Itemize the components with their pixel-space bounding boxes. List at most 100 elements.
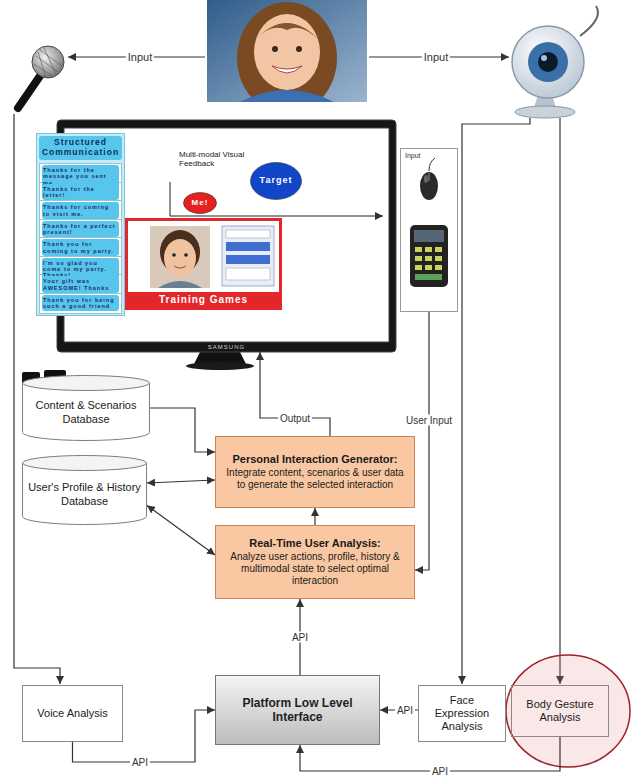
node-content: Thank you for being such a good friend (40, 294, 121, 312)
node-text: SAMSUNG (57, 344, 396, 351)
illustration-part (435, 256, 442, 261)
illustration-part (226, 268, 270, 280)
illustration-part (226, 242, 270, 251)
node-text: User's Profile & History Database (27, 481, 142, 507)
node-content: Input (401, 149, 457, 163)
analysis-box: Body Gesture Analysis (511, 685, 609, 737)
illustration-part (425, 256, 432, 261)
edge-label: Output (278, 413, 312, 424)
cylinder-body (23, 463, 147, 525)
node-content: Personal Interaction Generator:Integrate… (216, 449, 414, 494)
mouse-icon (420, 158, 438, 200)
input-device-box: Input (400, 148, 458, 312)
illustration-part (174, 266, 186, 268)
illustration-part (420, 172, 438, 200)
node-content: Structured Communication (37, 134, 124, 162)
node-text: Thanks for the letter! (42, 184, 119, 200)
node-content: Body Gesture Analysis (512, 695, 608, 727)
illustration-part (415, 247, 422, 252)
node-text: Your gift was AWESOME! Thanks (42, 276, 119, 292)
message-item: Your gift was AWESOME! Thanks (39, 274, 122, 295)
microphone-icon (18, 46, 64, 108)
video-wire (559, 118, 560, 684)
illustration-part (226, 255, 270, 264)
tv-stand (186, 352, 254, 370)
illustration-part (184, 253, 188, 257)
edge-label: API (290, 632, 310, 643)
node-text: Input (405, 152, 453, 160)
connector-arrow (415, 312, 429, 570)
cylinder-top (23, 376, 150, 391)
node-content: Your gift was AWESOME! Thanks (40, 275, 121, 293)
illustration-part (414, 230, 444, 242)
illustration-part (538, 52, 558, 72)
node-content: User's Profile & History Database (22, 469, 147, 510)
connector-arrow (147, 480, 215, 483)
node-text: Thanks for a perfect present! (42, 221, 119, 237)
video-wire (462, 118, 530, 684)
illustration-part (254, 14, 320, 90)
illustration-part (415, 274, 442, 280)
avatar-ellipse: Me! (183, 192, 217, 214)
node-text: Analyze user actions, profile, history &… (221, 551, 409, 587)
target-ellipse: Target (250, 162, 302, 200)
node-content: Me! (183, 198, 217, 209)
ellipse-shape (251, 163, 302, 200)
illustration-part (18, 76, 40, 108)
node-text: Structured Communication (39, 136, 122, 160)
node-content: Voice Analysis (23, 704, 122, 723)
illustration-part (172, 253, 176, 257)
node-content: Training Games (128, 292, 279, 307)
illustration-part (128, 221, 279, 293)
illustration-part (435, 265, 442, 270)
node-text: Content & Scenarios Database (27, 399, 145, 425)
illustration-part (415, 256, 422, 261)
node-text: Integrate content, scenarios & user data… (221, 467, 409, 491)
analysis-box: Face Expression Analysis (418, 685, 506, 742)
illustration-part (34, 48, 62, 78)
illustration-part (296, 46, 302, 52)
game-panel: Training Games (125, 218, 282, 310)
node-text: Real-Time User Analysis: (221, 537, 409, 550)
edge-label: API (395, 705, 415, 716)
game-picture (128, 221, 279, 293)
node-content: Thanks for a perfect present! (40, 220, 121, 238)
cylinder-body (23, 383, 150, 441)
node-text: Training Games (128, 292, 279, 307)
illustration-part (164, 239, 196, 277)
connector-arrow (260, 352, 330, 436)
node-content: Face Expression Analysis (419, 691, 505, 737)
analysis-box: Voice Analysis (22, 685, 123, 742)
illustration-part (429, 158, 435, 171)
database-cylinder: Content & Scenarios Database (22, 375, 150, 441)
message-item: Thanks for coming to visit me. (39, 200, 122, 221)
node-text: Thanks for coming to visit me. (42, 202, 119, 218)
input-label: Input (126, 51, 154, 63)
illustration-part (226, 230, 270, 238)
connector-arrow (150, 408, 215, 452)
illustration-part (237, 2, 337, 102)
illustration-part (580, 6, 598, 36)
node-content: Content & Scenarios Database (22, 387, 150, 428)
process-box: Real-Time User Analysis:Analyze user act… (215, 525, 415, 599)
node-text: Personal Interaction Generator: (221, 453, 409, 466)
illustration-part (435, 247, 442, 252)
process-box: Personal Interaction Generator:Integrate… (215, 436, 415, 508)
illustration-part (186, 362, 254, 370)
node-text: Body Gesture Analysis (516, 698, 604, 724)
node-content: Target (250, 175, 302, 187)
node-text: Platform Low Level Interface (220, 696, 375, 725)
node-content: Real-Time User Analysis:Analyze user act… (216, 533, 414, 590)
message-panel: Thanks for the message you sent meThanks… (36, 133, 125, 316)
illustration-part (541, 55, 547, 61)
node-text: Face Expression Analysis (423, 694, 501, 734)
keypad-icon (410, 225, 448, 287)
highlight-circle (506, 655, 630, 767)
illustration-part (222, 226, 274, 286)
illustration-part (425, 247, 432, 252)
node-text: Voice Analysis (27, 707, 118, 720)
message-item: Thanks for a perfect present! (39, 219, 122, 240)
message-item: Thank you for coming to my party. (39, 237, 122, 258)
illustration-part (150, 226, 210, 288)
connector-arrow (314, 508, 315, 525)
